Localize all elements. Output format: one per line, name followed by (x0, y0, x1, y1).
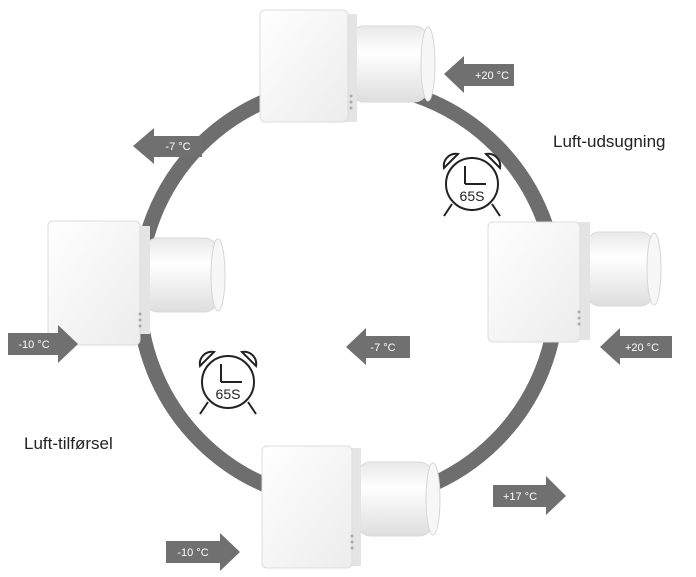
ventilation-unit-bottom (261, 445, 441, 569)
arrow-bottom-in-label: -10 °C (177, 547, 208, 559)
supply-label: Luft-tilførsel (24, 434, 113, 453)
arrow-top-in: +20 °C (444, 56, 514, 93)
exhaust-label: Luft-udsugning (553, 132, 666, 151)
arrow-bottom-in: -10 °C (166, 533, 240, 571)
arrow-top-out: -7 °C (133, 128, 202, 164)
arrow-top-out-label: -7 °C (165, 141, 190, 153)
timer-bottom-label: 65S (216, 386, 241, 402)
timer-top-label: 65S (460, 188, 485, 204)
arrow-right-in-label: +20 °C (625, 342, 659, 354)
arrow-left-in: -10 °C (8, 325, 78, 363)
arrow-bottom-out-label: +17 °C (503, 491, 537, 503)
alarm-clock-icon: 65S (198, 350, 258, 415)
arrow-right-in: +20 °C (600, 328, 672, 365)
ventilation-unit-top (259, 9, 436, 123)
arrow-center-label: -7 °C (370, 342, 395, 354)
arrow-top-in-label: +20 °C (475, 70, 509, 82)
ventilation-unit-left (47, 220, 226, 346)
arrow-left-in-label: -10 °C (18, 339, 49, 351)
alarm-clock-icon: 65S (442, 152, 502, 217)
ventilation-unit-right (487, 221, 662, 343)
arrow-bottom-out: +17 °C (493, 476, 566, 515)
arrow-center: -7 °C (346, 328, 410, 365)
